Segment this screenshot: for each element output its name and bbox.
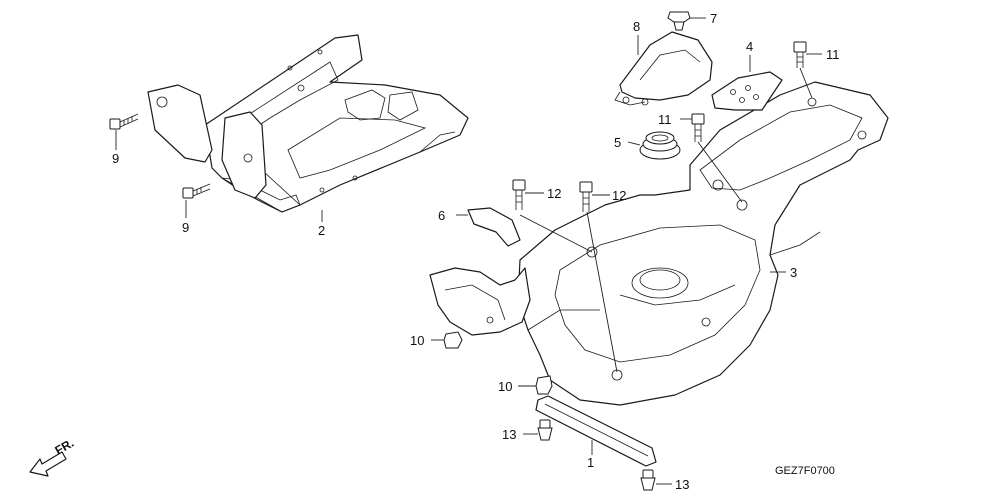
callout-labels: 1 2 3 4 5 6 7 8 9 9 10 10 11 11 12 12 13… bbox=[112, 11, 840, 492]
callout-13-left: 13 bbox=[502, 427, 516, 442]
bolt-11-center[interactable] bbox=[691, 113, 705, 142]
callout-1: 1 bbox=[587, 455, 594, 470]
part-5-grommet[interactable] bbox=[639, 131, 681, 160]
bolt-13-left[interactable] bbox=[537, 419, 553, 441]
front-direction-indicator: FR. bbox=[29, 436, 77, 477]
bolt-9-lower[interactable] bbox=[182, 183, 211, 199]
bolt-13-right[interactable] bbox=[640, 469, 656, 491]
part-3-under-cover[interactable] bbox=[517, 81, 889, 406]
callout-3: 3 bbox=[790, 265, 797, 280]
bolt-9-upper[interactable] bbox=[109, 113, 139, 130]
callout-10-center: 10 bbox=[498, 379, 512, 394]
nut-10-center[interactable] bbox=[535, 375, 553, 395]
callout-5: 5 bbox=[614, 135, 621, 150]
diagram-code: GEZ7F0700 bbox=[775, 465, 835, 477]
bolt-12-right[interactable] bbox=[579, 181, 593, 212]
front-direction-label: FR. bbox=[53, 436, 77, 458]
part-6-side-guard[interactable] bbox=[429, 207, 531, 336]
part-8-top-cover[interactable] bbox=[614, 31, 713, 106]
callout-9-lower: 9 bbox=[182, 220, 189, 235]
part-2-side-flap bbox=[147, 84, 267, 199]
callout-9-upper: 9 bbox=[112, 151, 119, 166]
callout-13-right: 13 bbox=[675, 477, 689, 492]
callout-2: 2 bbox=[318, 223, 325, 238]
callout-11-right: 11 bbox=[826, 47, 840, 62]
callout-10-left: 10 bbox=[410, 333, 424, 348]
part-1-stay-bar[interactable] bbox=[535, 395, 657, 467]
callout-4: 4 bbox=[746, 39, 753, 54]
part-4-bracket[interactable] bbox=[711, 71, 783, 111]
nut-10-left[interactable] bbox=[443, 331, 463, 349]
callout-7: 7 bbox=[710, 11, 717, 26]
callout-12-left: 12 bbox=[547, 186, 561, 201]
part-7-clip[interactable] bbox=[667, 11, 691, 31]
front-arrow-icon bbox=[29, 451, 67, 477]
bolt-11-right[interactable] bbox=[793, 41, 807, 68]
callout-11-center: 11 bbox=[658, 112, 672, 127]
bolt-12-left[interactable] bbox=[512, 179, 526, 210]
leader-lines bbox=[115, 17, 822, 485]
callout-12-right: 12 bbox=[612, 188, 626, 203]
callout-6: 6 bbox=[438, 208, 445, 223]
callout-8: 8 bbox=[633, 19, 640, 34]
part-2-floor-panel[interactable] bbox=[204, 34, 469, 213]
